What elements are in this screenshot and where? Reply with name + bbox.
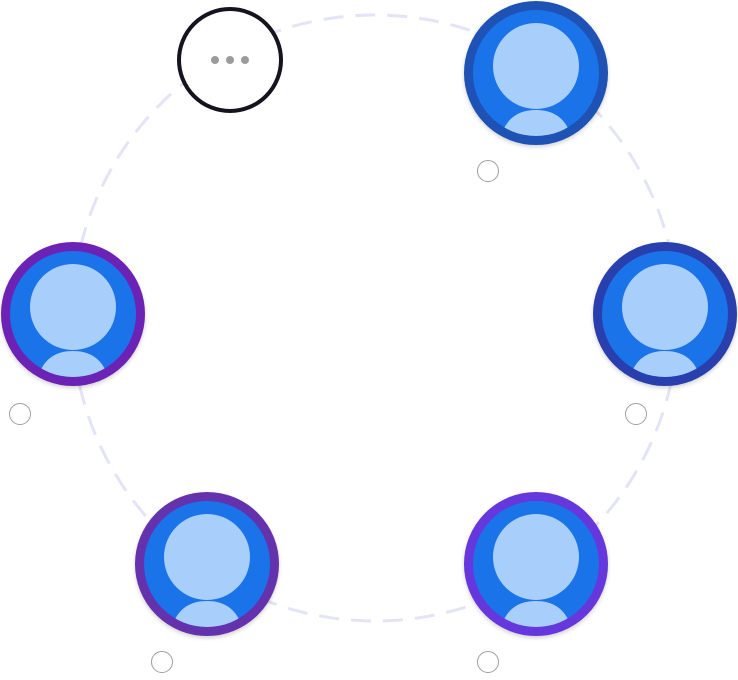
more-options-button[interactable] [177, 7, 283, 113]
avatar-right[interactable] [593, 242, 737, 386]
select-radio-left[interactable] [9, 403, 31, 425]
person-icon [493, 23, 579, 136]
more-horizontal-icon [241, 56, 249, 64]
select-radio-top-right[interactable] [477, 160, 499, 182]
avatar-bottom-right[interactable] [464, 492, 608, 636]
select-radio-bottom-left[interactable] [151, 651, 173, 673]
person-icon [622, 264, 708, 377]
more-horizontal-icon [211, 56, 219, 64]
select-radio-right[interactable] [625, 403, 647, 425]
avatar-bottom-left[interactable] [135, 492, 279, 636]
person-icon [493, 514, 579, 627]
more-horizontal-icon [226, 56, 234, 64]
person-icon [164, 514, 250, 627]
person-icon [30, 264, 116, 377]
avatar-top-right[interactable] [464, 1, 608, 145]
select-radio-bottom-right[interactable] [477, 651, 499, 673]
avatar-left[interactable] [1, 242, 145, 386]
